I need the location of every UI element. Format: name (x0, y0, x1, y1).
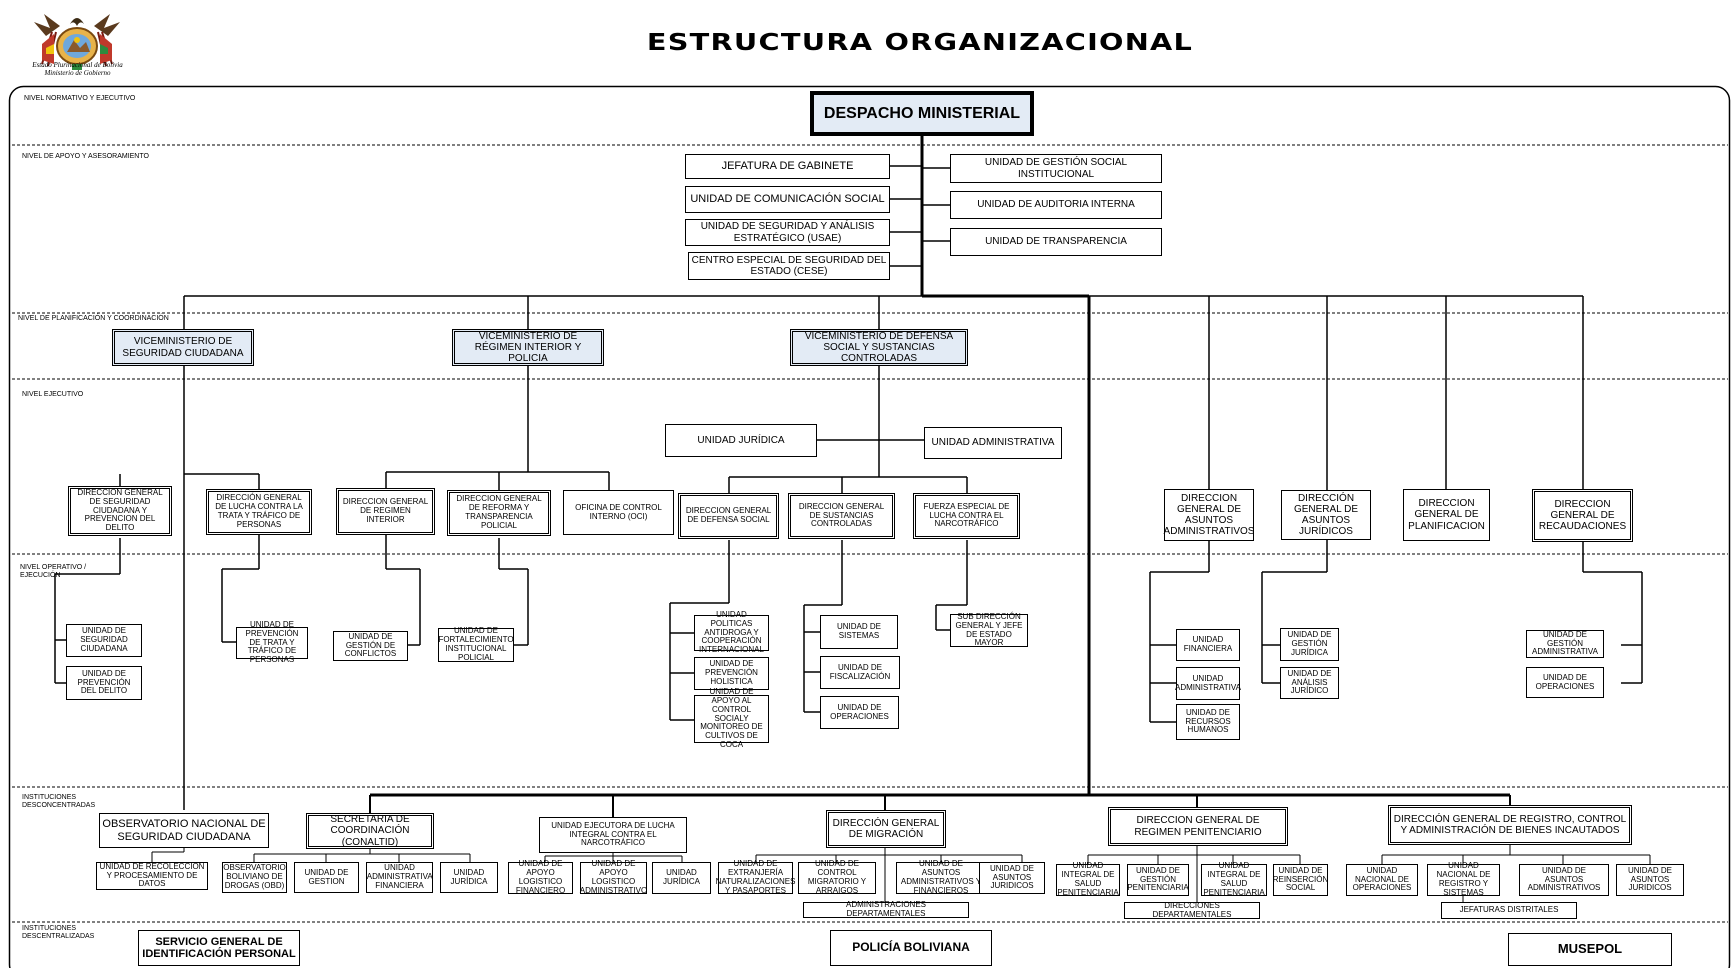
unidad-box[interactable]: UNIDAD NACIONAL DE REGISTRO Y SISTEMAS (1427, 861, 1500, 897)
institucion-box[interactable]: DIRECCIÓN GENERAL DE MIGRACIÓN (826, 810, 946, 848)
unidad-box[interactable]: UNIDAD DE ASUNTOS JURIDICOS (1616, 864, 1684, 896)
unidad-box[interactable]: ADMINISTRACIONES DEPARTAMENTALES (803, 900, 969, 918)
viceministerio-box[interactable]: VICEMINISTERIO DE DEFENSA SOCIAL Y SUSTA… (790, 329, 968, 366)
institucion-box[interactable]: DIRECCION GENERAL DE REGIMEN PENITENCIAR… (1108, 807, 1288, 846)
unidad-box[interactable]: UNIDAD DE FORTALECIMIENTO INSTITUCIONAL … (438, 626, 514, 662)
coat-of-arms-icon (34, 14, 120, 70)
unidad-box[interactable]: UNIDAD DE APOYO LOGISTICO ADMINISTRATIVO (579, 859, 648, 895)
level-label-planificacion: NIVEL DE PLANIFICACIÓN Y COORDINACIÓN (18, 315, 169, 322)
unidad-box[interactable]: UNIDAD DE APOYO AL CONTROL SOCIALY MONIT… (694, 687, 769, 749)
unidad-box[interactable]: UNIDAD DE FISCALIZACIÓN (820, 656, 900, 689)
level-label-apoyo: NIVEL DE APOYO Y ASESORAMIENTO (22, 153, 149, 160)
unidad-box[interactable]: UNIDAD DE SEGURIDAD CIUDADANA (66, 624, 142, 657)
unidad-box[interactable]: UNIDAD DE COMUNICACIÓN SOCIAL (685, 186, 890, 213)
direccion-box[interactable]: DIRECCION GENERAL DE REGIMEN INTERIOR (336, 488, 435, 535)
unidad-box[interactable]: UNIDAD ADMINISTRATIVA (924, 427, 1062, 459)
unidad-box[interactable]: UNIDAD DE GESTIÓN DE CONFLICTOS (333, 631, 408, 661)
page-title: ESTRUCTURA ORGANIZACIONAL (646, 30, 1194, 56)
viceministerio-box[interactable]: VICEMINISTERIO DE SEGURIDAD CIUDADANA (112, 329, 254, 366)
unidad-box[interactable]: UNIDAD DE RECOLECCION Y PROCESAMIENTO DE… (96, 862, 208, 890)
unidad-box[interactable]: UNIDAD ADMINISTRATIVA FINANCIERA (366, 862, 433, 893)
unidad-box[interactable]: UNIDAD DE PREVENCIÓN HOLISTICA (694, 657, 769, 690)
seal-caption: Estado Plurinacional de Bolivia Minister… (32, 61, 123, 77)
unidad-box[interactable]: UNIDAD JURÍDICA (652, 862, 711, 894)
direccion-box[interactable]: DIRECCIÓN GENERAL DE LUCHA CONTRA LA TRA… (206, 489, 312, 535)
unidad-box[interactable]: UNIDAD JURÍDICA (665, 424, 817, 457)
institucion-box[interactable]: MUSEPOL (1508, 933, 1672, 966)
unidad-box[interactable]: UNIDAD ADMINISTRATIVA (1175, 667, 1241, 700)
unidad-box[interactable]: UNIDAD DE PREVENCIÓN DEL DELITO (66, 666, 142, 700)
unidad-box[interactable]: UNIDAD POLITICAS ANTIDROGA Y COOPERACIÓN… (694, 610, 769, 654)
level-label-operativo: NIVEL OPERATIVO / EJECUCIÓN (20, 564, 87, 580)
unidad-box[interactable]: DIRECCIONES DEPARTAMENTALES (1124, 901, 1260, 919)
unidad-box[interactable]: UNIDAD DE AUDITORIA INTERNA (950, 191, 1162, 219)
unidad-box[interactable]: UNIDAD DE SISTEMAS (820, 615, 898, 649)
unidad-box[interactable]: JEFATURA DE GABINETE (685, 154, 890, 179)
unidad-box[interactable]: UNIDAD INTEGRAL DE SALUD PENITENCIARIA (1056, 861, 1120, 897)
unidad-box[interactable]: UNIDAD DE ANÁLISIS JURÍDICO (1280, 667, 1339, 699)
direccion-box[interactable]: FUERZA ESPECIAL DE LUCHA CONTRA EL NARCO… (913, 493, 1020, 539)
level-label-normativo: NIVEL NORMATIVO Y EJECUTIVO (24, 95, 136, 102)
unidad-box[interactable]: JEFATURAS DISTRITALES (1441, 902, 1577, 919)
level-label-ejecutivo: NIVEL EJECUTIVO (22, 391, 84, 398)
unidad-box[interactable]: UNIDAD DE GESTION (294, 862, 359, 893)
level-label-descentralizadas: INSTITUCIONES DESCENTRALIZADAS (22, 925, 95, 941)
direccion-box[interactable]: DIRECCION GENERAL DE SEGURIDAD CIUDADANA… (68, 486, 172, 536)
direccion-box[interactable]: DIRECCION GENERAL DE SUSTANCIAS CONTROLA… (788, 493, 895, 539)
institucion-box[interactable]: OBSERVATORIO NACIONAL DE SEGURIDAD CIUDA… (99, 813, 269, 848)
unidad-box[interactable]: UNIDAD DE CONTROL MIGRATORIO Y ARRAIGOS (798, 859, 876, 895)
unidad-box[interactable]: UNIDAD DE REINSERCIÓN SOCIAL (1273, 864, 1328, 896)
institucion-box[interactable]: UNIDAD EJECUTORA DE LUCHA INTEGRAL CONTR… (539, 817, 687, 853)
unidad-box[interactable]: UNIDAD NACIONAL DE OPERACIONES (1346, 864, 1418, 896)
unidad-box[interactable]: UNIDAD DE GESTIÓN SOCIAL INSTITUCIONAL (950, 154, 1162, 183)
unidad-box[interactable]: UNIDAD DE RECURSOS HUMANOS (1176, 704, 1240, 740)
unidad-box[interactable]: UNIDAD DE GESTIÓN PENITENCIARIA (1127, 864, 1189, 896)
despacho-ministerial-box[interactable]: DESPACHO MINISTERIAL (810, 91, 1034, 136)
unidad-box[interactable]: UNIDAD DE OPERACIONES (1526, 667, 1604, 698)
institucion-box[interactable]: POLICÍA BOLIVIANA (830, 930, 992, 966)
institucion-box[interactable]: SECRETARIA DE COORDINACIÓN (CONALTID) (306, 813, 434, 849)
direccion-box[interactable]: DIRECCION GENERAL DE RECAUDACIONES (1532, 489, 1633, 542)
direccion-box[interactable]: DIRECCIÓN GENERAL DE ASUNTOS JURÍDICOS (1281, 490, 1371, 540)
unidad-box[interactable]: UNIDAD DE GESTIÓN JURÍDICA (1280, 628, 1339, 661)
unidad-box[interactable]: UNIDAD DE ASUNTOS ADMINISTRATIVOS Y FINA… (896, 859, 986, 895)
unidad-box[interactable]: UNIDAD DE ASUNTOS JURIDICOS (979, 862, 1045, 894)
unidad-box[interactable]: UNIDAD DE OPERACIONES (820, 696, 899, 729)
unidad-box[interactable]: UNIDAD INTEGRAL DE SALUD PENITENCIARIA (1201, 861, 1267, 897)
viceministerio-box[interactable]: VICEMINISTERIO DE RÉGIMEN INTERIOR Y POL… (452, 329, 604, 366)
direccion-box[interactable]: DIRECCION GENERAL DE ASUNTOS ADMINISTRAT… (1164, 489, 1254, 541)
direccion-box[interactable]: DIRECCION GENERAL DE REFORMA Y TRANSPARE… (447, 490, 551, 536)
unidad-box[interactable]: CENTRO ESPECIAL DE SEGURIDAD DEL ESTADO … (688, 252, 890, 280)
unidad-box[interactable]: UNIDAD DE GESTIÓN ADMINISTRATIVA (1526, 630, 1604, 658)
institucion-box[interactable]: SERVICIO GENERAL DE IDENTIFICACIÓN PERSO… (138, 930, 300, 966)
direccion-box[interactable]: DIRECCION GENERAL DE DEFENSA SOCIAL (678, 493, 779, 539)
unidad-box[interactable]: SUB DIRECCIÓN GENERAL Y JEFE DE ESTADO M… (950, 612, 1028, 647)
unidad-box[interactable]: OBSERVATORIO BOLIVIANO DE DROGAS (OBD) (222, 862, 287, 893)
unidad-box[interactable]: UNIDAD FINANCIERA (1176, 629, 1240, 661)
unidad-box[interactable]: UNIDAD DE ASUNTOS ADMINISTRATIVOS (1519, 864, 1609, 896)
unidad-box[interactable]: UNIDAD DE TRANSPARENCIA (950, 228, 1162, 256)
unidad-box[interactable]: UNIDAD DE EXTRANJERÍA NATURALIZACIONES Y… (715, 859, 796, 895)
direccion-box[interactable]: DIRECCION GENERAL DE PLANIFICACION (1403, 489, 1490, 541)
unidad-box[interactable]: UNIDAD DE SEGURIDAD Y ANÁLISIS ESTRATÉGI… (685, 219, 890, 246)
unidad-box[interactable]: UNIDAD JURÍDICA (440, 862, 498, 893)
unidad-box[interactable]: UNIDAD DE APOYO LOGISTICO FINANCIERO (508, 859, 573, 895)
institucion-box[interactable]: DIRECCIÓN GENERAL DE REGISTRO, CONTROL Y… (1388, 805, 1632, 845)
level-label-desconcentradas: INSTITUCIONES DESCONCENTRADAS (22, 794, 96, 810)
direccion-box[interactable]: OFICINA DE CONTROL INTERNO (OCI) (563, 490, 674, 535)
unidad-box[interactable]: UNIDAD DE PREVENCIÓN DE TRATA Y TRÁFICO … (236, 620, 308, 664)
